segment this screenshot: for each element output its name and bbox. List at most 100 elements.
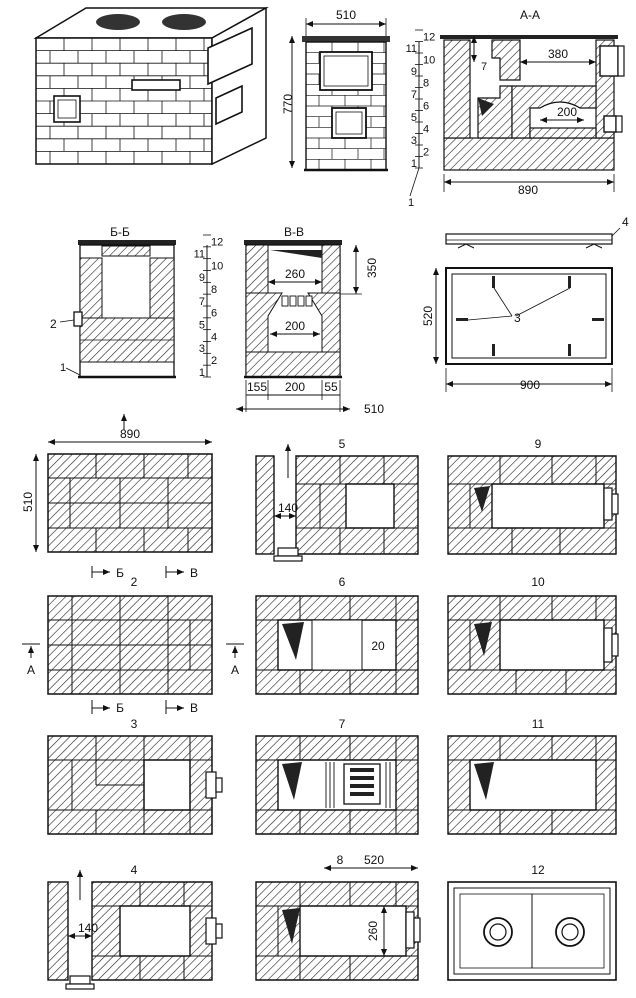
- course-12-label: 12: [531, 863, 545, 877]
- course-plan-4: 4 140: [47, 863, 223, 990]
- course-number-left: 7: [199, 296, 205, 308]
- course-number-right: 2: [211, 355, 217, 367]
- section-vv-bottom-55: 55: [324, 380, 338, 394]
- course-9-label: 9: [535, 437, 542, 451]
- section-vv-left-wall-upper: [245, 244, 269, 294]
- course-5-label: 5: [339, 437, 346, 451]
- section-aa-door-upper: [599, 45, 619, 77]
- section-aa-dim-200: 200: [557, 105, 577, 119]
- right-burner-ring: [162, 14, 206, 30]
- course-number-right: 8: [211, 284, 217, 296]
- course-8-dim-520: 520: [364, 853, 384, 867]
- course-plan-3: 3: [47, 717, 223, 835]
- frame-anchor-tabs: [456, 276, 604, 356]
- course-number-left: 1: [411, 158, 417, 170]
- course-number-right: 10: [211, 260, 223, 272]
- section-bb-ref-1: 1: [60, 362, 66, 374]
- course-plan-11: 11: [447, 717, 617, 835]
- course-2-cut-a-left: А: [27, 663, 35, 677]
- frame-ref-4: 4: [622, 215, 629, 229]
- course-6-dim-20: 20: [371, 639, 385, 653]
- frame-dim-520: 520: [421, 306, 435, 326]
- course-number-right: 10: [423, 54, 435, 66]
- section-bb-ref-2: 2: [50, 317, 57, 331]
- course-number-right: 6: [423, 100, 429, 112]
- course-2-cut-a-right: А: [231, 663, 239, 677]
- course-number-left: 11: [406, 43, 417, 55]
- course-7-label: 7: [339, 717, 346, 731]
- course-4-label: 4: [131, 863, 138, 877]
- section-aa-oven-arch: [511, 85, 597, 139]
- section-aa-masonry-base: [443, 137, 615, 171]
- oven-door-upper: [207, 26, 253, 86]
- section-aa: А-А 7 380 200 890: [440, 8, 625, 197]
- section-vv-top-plate: [244, 240, 342, 245]
- course-number-left: 5: [411, 112, 417, 124]
- section-vv-bottom-155: 155: [247, 380, 267, 394]
- course-8-dim-260: 260: [366, 921, 380, 941]
- section-vv-right-wall-upper: [321, 244, 341, 294]
- perspective-view: [33, 6, 269, 166]
- frame-plan-outer: [445, 267, 613, 365]
- section-vv-bottom-510: 510: [364, 402, 384, 416]
- section-vv-dim-260: 260: [285, 267, 305, 281]
- section-aa-left-wall: [443, 39, 471, 139]
- hob-ring-right: [555, 917, 585, 947]
- course-2-cut-v-bottom: В: [190, 701, 198, 715]
- course-2-cut-b-top: Б: [116, 566, 124, 580]
- section-vv-base: [245, 351, 341, 378]
- elevation-oven-door: [319, 51, 373, 91]
- course-plan-8: 8 520 260: [255, 853, 421, 981]
- section-aa-title: А-А: [520, 8, 540, 22]
- section-aa-door-lower: [603, 115, 617, 133]
- section-aa-bottom-course: [529, 127, 597, 139]
- section-aa-flue-partition: [491, 39, 521, 81]
- course-5-dim-140: 140: [278, 501, 298, 515]
- section-vv-grate: [281, 295, 313, 307]
- course-11-label: 11: [532, 717, 545, 731]
- course-4-dim-140: 140: [78, 921, 98, 935]
- course-number-right: 12: [211, 237, 223, 249]
- course-plan-7: 7: [255, 717, 419, 835]
- course-number-right: 8: [423, 77, 429, 89]
- left-burner-ring: [96, 14, 140, 30]
- frame-dim-900: 900: [520, 378, 540, 392]
- section-vv-dim-350: 350: [365, 258, 379, 278]
- course-plan-10: 10: [447, 575, 619, 695]
- course-plan-2: 2 Б В А А Б В: [22, 566, 244, 715]
- course-plan-1: 890 510: [21, 414, 213, 553]
- section-bb-left-wall: [79, 257, 103, 319]
- course-number-right: 2: [423, 146, 429, 158]
- frame-plan-inner: [451, 273, 607, 359]
- section-aa-top-plate: [440, 35, 618, 39]
- elevation-fire-door: [331, 107, 367, 139]
- course-plan-9: 9: [447, 437, 619, 555]
- course-8-label: 8: [337, 853, 344, 867]
- hob-ring-left: [483, 917, 513, 947]
- course-3-label: 3: [131, 717, 138, 731]
- section-vv: В-В 260 200 350 155 200 55 510: [236, 225, 384, 416]
- section-vv-dim-200: 200: [285, 319, 305, 333]
- course-number-right: 4: [211, 331, 217, 343]
- course-2-cut-v-top: В: [190, 566, 198, 580]
- section-vv-firebox-throat: [245, 292, 283, 353]
- oven-door-lower: [215, 84, 243, 126]
- course-plan-6: 6 20: [255, 575, 419, 695]
- course-1-dim-890: 890: [120, 427, 140, 441]
- course-number-left: 3: [199, 343, 205, 355]
- course-number-left: 11: [194, 248, 205, 260]
- course-number-left: 3: [411, 135, 417, 147]
- section-bb-right-wall: [149, 257, 175, 319]
- course-plan-5: 5 140: [255, 437, 419, 562]
- section-vv-bottom-200: 200: [285, 380, 305, 394]
- section-vv-title: В-В: [284, 225, 304, 239]
- frame-ref-3: 3: [514, 311, 521, 325]
- ash-slot: [131, 79, 181, 91]
- course-2-cut-b-bottom: Б: [116, 701, 124, 715]
- section-bb-title: Б-Б: [110, 225, 130, 239]
- course-7-grate-bars: [325, 762, 391, 808]
- course-2-label: 2: [131, 575, 138, 589]
